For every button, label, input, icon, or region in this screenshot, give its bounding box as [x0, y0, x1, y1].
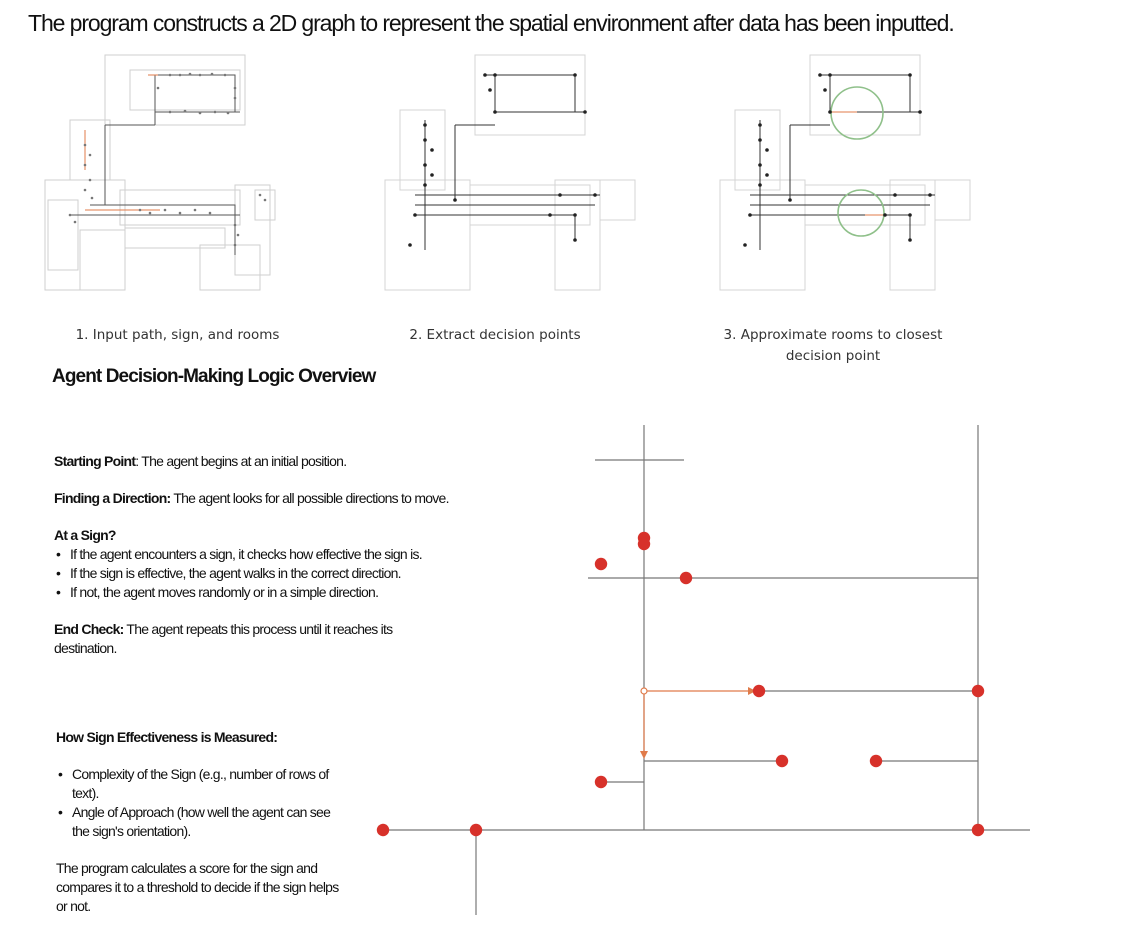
at-sign-bullet: If the agent encounters a sign, it check…: [54, 545, 524, 564]
input-paths: [70, 74, 240, 255]
room-proximity-circles: [830, 86, 885, 237]
agent-start-marker: [640, 687, 648, 695]
sign-effectiveness-bullets: Complexity of the Sign (e.g., number of …: [56, 765, 356, 841]
path-arrow-icon: [640, 751, 648, 759]
at-sign-bullet: If not, the agent moves randomly or in a…: [54, 583, 524, 602]
sign-node: [679, 571, 693, 585]
floorplan-thumbnail-decision-points: [384, 54, 636, 291]
step-2-caption: 2. Extract decision points: [409, 327, 581, 343]
floorplan-thumbnail-input: [44, 54, 276, 291]
sign-node: [637, 537, 651, 551]
finding-direction-label: Finding a Direction:: [54, 490, 171, 506]
at-sign-bullets: If the agent encounters a sign, it check…: [54, 545, 524, 602]
sign-effectiveness-title: How Sign Effectiveness is Measured:: [56, 729, 278, 745]
input-orange-paths: [84, 74, 160, 211]
finding-direction-text: The agent looks for all possible directi…: [170, 490, 449, 506]
input-sign-markers: [68, 72, 267, 247]
agent-path: [640, 687, 756, 759]
sign-effectiveness-bullet: Complexity of the Sign (e.g., number of …: [56, 765, 342, 803]
step-1-caption: 1. Input path, sign, and rooms: [75, 327, 280, 343]
sign-effectiveness-section: How Sign Effectiveness is Measured: Comp…: [56, 728, 356, 916]
agent-graph-diagram: [376, 425, 1030, 915]
sign-node: [971, 684, 985, 698]
at-sign-step: At a Sign?: [54, 526, 524, 545]
step-3-caption-line-1: 3. Approximate rooms to closest: [723, 327, 943, 343]
page-headline: The program constructs a 2D graph to rep…: [28, 10, 955, 36]
floorplan-outline: [384, 54, 636, 291]
sign-node: [869, 754, 883, 768]
logic-overview-title: Agent Decision-Making Logic Overview: [52, 366, 376, 387]
sign-node: [594, 557, 608, 571]
starting-point-label: Starting Point: [54, 453, 136, 469]
sign-node: [594, 775, 608, 789]
at-sign-label: At a Sign?: [54, 527, 116, 543]
starting-point-step: Starting Point: The agent begins at an i…: [54, 452, 524, 471]
decision-graph-edges: [415, 74, 600, 250]
starting-point-text: : The agent begins at an initial positio…: [135, 453, 347, 469]
sign-effectiveness-bullet: Angle of Approach (how well the agent ca…: [56, 803, 342, 841]
step-3-caption: 3. Approximate rooms to closest decision…: [700, 325, 966, 367]
end-check-step: End Check: The agent repeats this proces…: [54, 620, 444, 658]
decision-points: [743, 73, 932, 247]
sign-node: [376, 823, 390, 837]
end-check-label: End Check:: [54, 621, 124, 637]
sign-nodes: [376, 531, 985, 837]
sign-node: [752, 684, 766, 698]
finding-direction-step: Finding a Direction: The agent looks for…: [54, 489, 524, 508]
step-3-caption-line-2: decision point: [785, 348, 881, 364]
floorplan-thumbnail-room-approximation: [719, 54, 971, 291]
sign-effectiveness-summary: The program calculates a score for the s…: [56, 860, 339, 914]
end-check-text: The agent repeats this process until it …: [54, 621, 393, 656]
decision-points: [408, 73, 597, 247]
graph-edges: [382, 425, 1030, 915]
path-arrow-icon: [748, 687, 756, 695]
sign-node: [775, 754, 789, 768]
sign-node: [971, 823, 985, 837]
decision-graph-edges: [750, 74, 935, 250]
sign-node: [469, 823, 483, 837]
decision-steps: Starting Point: The agent begins at an i…: [54, 452, 524, 676]
floorplan-outline: [44, 54, 276, 291]
at-sign-bullet: If the sign is effective, the agent walk…: [54, 564, 524, 583]
